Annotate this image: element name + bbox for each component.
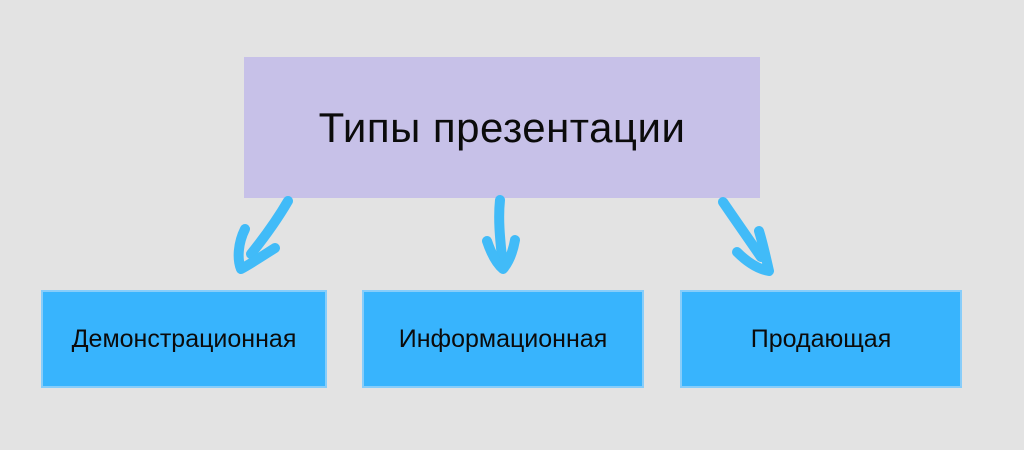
box-informational: Информационная [362, 290, 644, 388]
arrow-down-left-icon [233, 196, 293, 274]
box-selling-label: Продающая [750, 324, 892, 353]
box-demonstration-label: Демонстрационная [71, 324, 297, 353]
arrow-down-right-icon [718, 197, 774, 276]
diagram-title: Типы презентации [318, 103, 686, 151]
box-selling: Продающая [680, 290, 962, 388]
arrow-down-icon [482, 195, 520, 274]
box-informational-label: Информационная [398, 324, 608, 353]
box-demonstration: Демонстрационная [41, 290, 327, 388]
title-box: Типы презентации [244, 57, 760, 198]
